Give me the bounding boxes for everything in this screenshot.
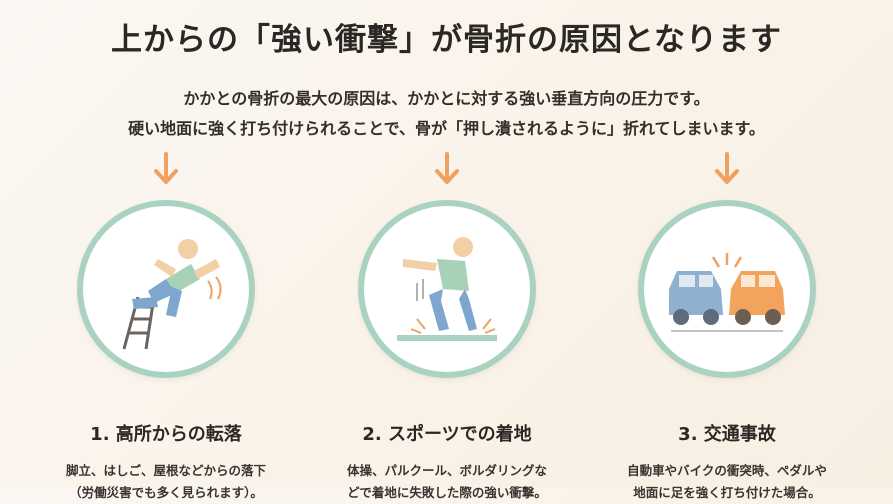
lead-text: かかとの骨折の最大の原因は、かかとに対する強い垂直方向の圧力です。 硬い地面に強… — [0, 84, 893, 144]
cause-card-fall: 1. 高所からの転落 脚立、はしご、屋根などからの落下 （労働災害でも多く見られ… — [36, 152, 296, 504]
cause-desc-line-2: 地面に足を強く打ち付けた場合。 — [633, 485, 821, 500]
cause-illustration-circle — [77, 200, 255, 378]
cause-desc-line-1: 脚立、はしご、屋根などからの落下 — [65, 463, 266, 478]
cause-illustration-circle — [638, 200, 816, 378]
lead-line-1: かかとの骨折の最大の原因は、かかとに対する強い垂直方向の圧力です。 — [183, 89, 710, 108]
page-title: 上からの「強い衝撃」が骨折の原因となります — [110, 22, 783, 58]
falling-person-icon — [122, 239, 222, 350]
cause-desc-line-2: （労働災害でも多く見られます）。 — [69, 485, 263, 500]
lead-line-2: 硬い地面に強く打ち付けられることで、骨が「押し潰されるように」折れてしまいます。 — [128, 119, 765, 138]
cause-desc-line-1: 自動車やバイクの衝突時、ペダルや — [627, 463, 827, 478]
cause-description: 自動車やバイクの衝突時、ペダルや 地面に足を強く打ち付けた場合。 — [597, 460, 857, 504]
cause-desc-line-1: 体操、パルクール、ボルダリングな — [346, 463, 547, 478]
car-collision-icon — [669, 253, 785, 332]
cause-illustration-circle — [358, 200, 536, 378]
down-arrow-icon — [715, 152, 739, 184]
down-arrow-icon — [154, 152, 178, 184]
cause-title: 2. スポーツでの着地 — [362, 424, 532, 445]
cause-description: 体操、パルクール、ボルダリングな どで着地に失敗した際の強い衝撃。 — [317, 460, 577, 504]
down-arrow-icon — [435, 152, 459, 184]
cause-card-traffic: 3. 交通事故 自動車やバイクの衝突時、ペダルや 地面に足を強く打ち付けた場合。 — [597, 152, 857, 504]
cause-title: 1. 高所からの転落 — [90, 424, 242, 445]
cause-desc-line-2: どで着地に失敗した際の強い衝撃。 — [347, 485, 547, 500]
cause-title: 3. 交通事故 — [678, 424, 776, 445]
jump-landing-icon — [397, 237, 497, 341]
cause-card-sports: 2. スポーツでの着地 体操、パルクール、ボルダリングな どで着地に失敗した際の… — [317, 152, 577, 504]
cause-description: 脚立、はしご、屋根などからの落下 （労働災害でも多く見られます）。 — [36, 460, 296, 504]
